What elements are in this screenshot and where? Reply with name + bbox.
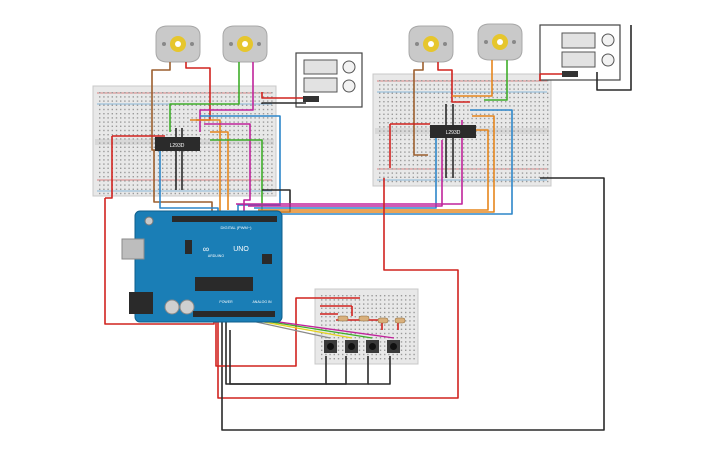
infinity-logo: ∞ bbox=[203, 244, 209, 254]
pushbutton bbox=[324, 340, 337, 353]
wire-black bbox=[221, 177, 605, 431]
analog-label: ANALOG IN bbox=[252, 300, 272, 304]
digital-label: DIGITAL (PWM~) bbox=[221, 225, 253, 230]
wire-orange bbox=[452, 60, 493, 97]
wire-black bbox=[368, 356, 391, 385]
resistors bbox=[337, 315, 406, 324]
wire-red bbox=[261, 92, 303, 99]
power-supply-left bbox=[295, 52, 363, 108]
pushbutton bbox=[387, 340, 400, 353]
brand-label: ARDUINO bbox=[208, 254, 224, 258]
wire-blue bbox=[262, 109, 513, 215]
wire-orange bbox=[256, 115, 495, 213]
dc-motor bbox=[155, 25, 201, 63]
pushbuttons bbox=[324, 340, 400, 353]
wire-red bbox=[105, 180, 113, 199]
driver-right-label: L293D bbox=[446, 130, 461, 136]
wire-blue bbox=[254, 136, 437, 209]
wire-orange bbox=[190, 119, 221, 212]
power-label: POWER bbox=[219, 300, 233, 304]
wire-magenta bbox=[199, 62, 254, 132]
arduino-uno: DIGITAL (PWM~) UNO ARDUINO POWER ANALOG … bbox=[121, 210, 283, 323]
power-supply-right bbox=[539, 24, 621, 81]
wire-green bbox=[484, 60, 508, 101]
wire-magenta bbox=[236, 120, 463, 205]
wire-red bbox=[215, 297, 316, 367]
dc-motor bbox=[222, 25, 268, 63]
wire-red bbox=[539, 73, 562, 81]
wire-black bbox=[261, 102, 306, 104]
driver-left-label: L293D bbox=[170, 143, 185, 149]
pushbutton bbox=[366, 340, 379, 353]
pushbutton bbox=[345, 340, 358, 353]
motor-driver-right: L293D bbox=[430, 125, 476, 138]
dc-motor bbox=[477, 23, 523, 61]
wire-black bbox=[596, 25, 632, 91]
wire-green bbox=[210, 139, 263, 210]
wire-red bbox=[437, 62, 470, 103]
motor-driver-left: L293D bbox=[155, 137, 200, 151]
wire-red bbox=[217, 178, 459, 399]
board-name: UNO bbox=[233, 246, 249, 253]
wire-black bbox=[229, 330, 347, 385]
wire-brown bbox=[413, 62, 428, 156]
wire-magenta bbox=[248, 140, 443, 207]
wire-blue bbox=[200, 115, 281, 214]
wire-green bbox=[169, 62, 240, 132]
dc-motor bbox=[408, 25, 454, 63]
wire-orange bbox=[210, 131, 229, 210]
wire-orange bbox=[258, 129, 489, 211]
